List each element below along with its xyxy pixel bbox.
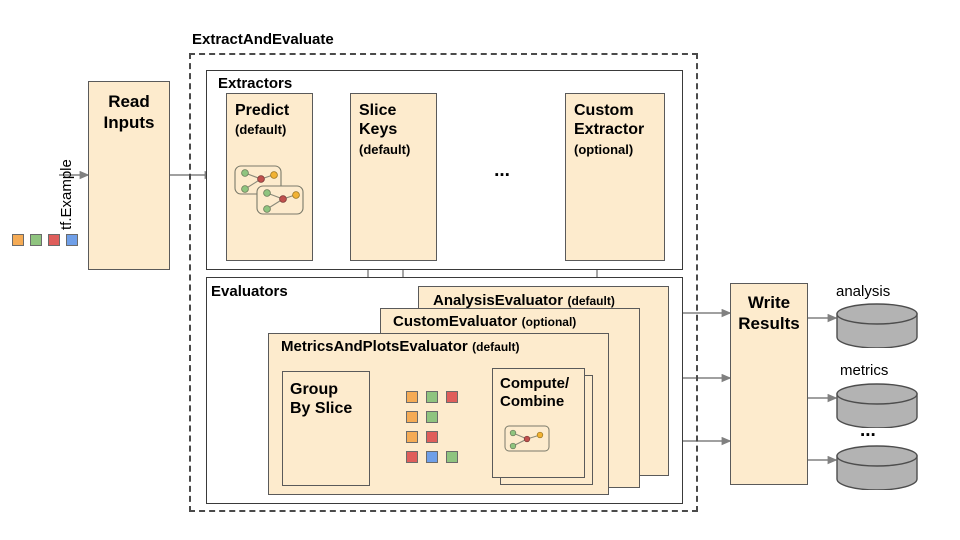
slice-cell xyxy=(406,451,418,463)
compute-combine-line2: Combine xyxy=(500,393,565,410)
extractor-box-predict[interactable]: Predict (default) xyxy=(226,93,313,261)
custom-extractor-line1: Custom xyxy=(574,102,634,119)
slice-cell xyxy=(426,411,438,423)
output-cylinder-analysis[interactable] xyxy=(836,303,918,348)
output-label-ellipsis: ... xyxy=(860,420,876,441)
swatch-green xyxy=(30,234,42,246)
slice-keys-qualifier: (default) xyxy=(359,142,411,157)
extract-and-evaluate-container xyxy=(189,53,698,512)
slice-keys-line2: Keys xyxy=(359,121,398,138)
compute-combine-box[interactable]: Compute/ Combine xyxy=(492,368,585,478)
slice-cell xyxy=(406,411,418,423)
slice-keys-line1: Slice xyxy=(359,102,397,119)
metrics-and-plots-evaluator-name: MetricsAndPlotsEvaluator xyxy=(281,338,468,355)
predict-title: Predict xyxy=(235,102,290,119)
slice-cell xyxy=(426,451,438,463)
slice-cell xyxy=(406,431,418,443)
output-label-metrics: metrics xyxy=(840,362,889,379)
input-label: tf.Example xyxy=(58,159,75,230)
read-inputs-line1: Read xyxy=(108,92,150,111)
custom-evaluator-qualifier: (optional) xyxy=(521,315,577,329)
output-cylinder-metrics[interactable] xyxy=(836,383,918,428)
evaluators-label: Evaluators xyxy=(211,283,288,300)
slice-cell xyxy=(446,451,458,463)
slice-cell xyxy=(426,391,438,403)
slice-cell xyxy=(406,391,418,403)
extractor-box-slice-keys[interactable]: Slice Keys (default) xyxy=(350,93,437,261)
custom-extractor-qualifier: (optional) xyxy=(574,142,634,157)
metrics-and-plots-evaluator-qualifier: (default) xyxy=(472,340,520,354)
output-label-analysis: analysis xyxy=(836,283,891,300)
extractors-ellipsis: ... xyxy=(494,160,510,181)
slice-grid xyxy=(406,391,464,467)
swatch-red xyxy=(48,234,60,246)
write-results-line2: Results xyxy=(738,314,800,333)
analysis-evaluator-qualifier: (default) xyxy=(567,294,615,308)
slice-cell xyxy=(446,391,458,403)
group-by-slice-box[interactable]: Group By Slice xyxy=(282,371,370,486)
custom-extractor-line2: Extractor xyxy=(574,121,645,138)
read-inputs-line2: Inputs xyxy=(103,113,155,132)
group-by-slice-line1: Group xyxy=(290,381,338,398)
input-label-wrap: tf.Example xyxy=(40,120,75,230)
read-inputs-box[interactable]: Read Inputs xyxy=(88,81,170,270)
group-by-slice-line2: By Slice xyxy=(290,400,353,417)
extractors-label: Extractors xyxy=(218,75,293,92)
predict-qualifier: (default) xyxy=(235,122,287,137)
extractor-box-custom[interactable]: Custom Extractor (optional) xyxy=(565,93,665,261)
slice-cell xyxy=(426,431,438,443)
input-swatches xyxy=(12,234,82,248)
write-results-box[interactable]: Write Results xyxy=(730,283,808,485)
write-results-line1: Write xyxy=(747,293,791,312)
custom-evaluator-name: CustomEvaluator xyxy=(393,313,518,330)
graph-icon-compute-combine xyxy=(504,425,550,452)
compute-combine-line1: Compute/ xyxy=(500,375,570,392)
swatch-orange xyxy=(12,234,24,246)
analysis-evaluator-name: AnalysisEvaluator xyxy=(433,292,564,309)
extract-and-evaluate-label: ExtractAndEvaluate xyxy=(192,31,334,48)
swatch-blue xyxy=(66,234,78,246)
graph-icon-predict xyxy=(234,165,304,215)
output-cylinder-other[interactable] xyxy=(836,445,918,490)
